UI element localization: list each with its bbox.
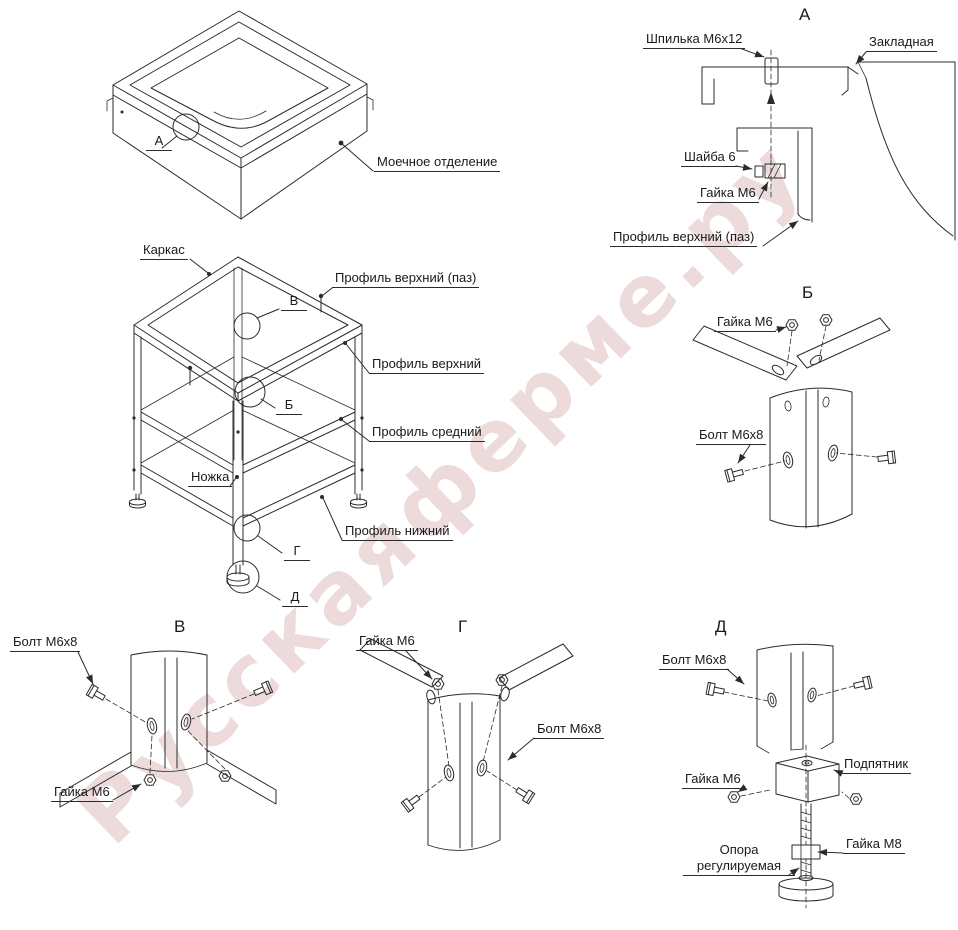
frame-callout-b: Б <box>276 397 302 415</box>
detail-g-drawing <box>359 638 574 851</box>
detail-d-label-nut-m6: Гайка М6 <box>682 771 744 789</box>
detail-g-label-bolt: Болт М6х8 <box>534 721 605 739</box>
detail-d-label-support: Опора регулируемая <box>683 842 795 876</box>
detail-d-label-heel: Подпятник <box>841 756 912 774</box>
frame-label-bottom: Профиль нижний <box>342 523 453 541</box>
detail-b-drawing <box>692 314 897 529</box>
frame-label-middle: Профиль средний <box>369 424 485 442</box>
frame-label-karkas: Каркас <box>140 242 188 260</box>
detail-a-label-washer: Шайба 6 <box>681 149 739 167</box>
detail-a-label-nut: Гайка М6 <box>697 185 759 203</box>
detail-d-drawing <box>705 643 873 909</box>
detail-d-label-bolt: Болт М6х8 <box>659 652 730 670</box>
detail-v-label-bolt: Болт М6х8 <box>10 634 81 652</box>
sink-callout-label: А <box>146 133 172 151</box>
frame-label-leg: Ножка <box>188 469 233 487</box>
detail-g-label-nut: Гайка М6 <box>356 633 418 651</box>
detail-b-title: Б <box>802 283 814 302</box>
detail-v-title: В <box>174 617 186 636</box>
frame-label-top: Профиль верхний <box>369 356 485 374</box>
detail-g-title: Г <box>458 617 468 636</box>
detail-a-label-embed: Закладная <box>866 34 937 52</box>
detail-v-drawing <box>59 650 277 808</box>
detail-d-title: Д <box>715 617 727 636</box>
detail-a-drawing <box>701 48 956 247</box>
sink-label: Моечное отделение <box>374 154 501 172</box>
detail-d-label-nut-m8: Гайка М8 <box>843 836 905 854</box>
detail-b-label-nut: Гайка М6 <box>714 314 776 332</box>
frame-drawing <box>129 256 370 601</box>
frame-callout-d: Д <box>282 589 308 607</box>
frame-callout-g: Г <box>284 543 310 561</box>
detail-a-title: А <box>799 5 811 24</box>
frame-callout-v: В <box>281 293 307 311</box>
detail-b-label-bolt: Болт М6х8 <box>696 427 767 445</box>
detail-v-label-nut: Гайка М6 <box>51 784 113 802</box>
sink-drawing <box>106 10 374 220</box>
frame-label-top-groove: Профиль верхний (паз) <box>332 270 480 288</box>
detail-a-label-stud: Шпилька М6х12 <box>643 31 746 49</box>
detail-a-label-profile: Профиль верхний (паз) <box>610 229 758 247</box>
